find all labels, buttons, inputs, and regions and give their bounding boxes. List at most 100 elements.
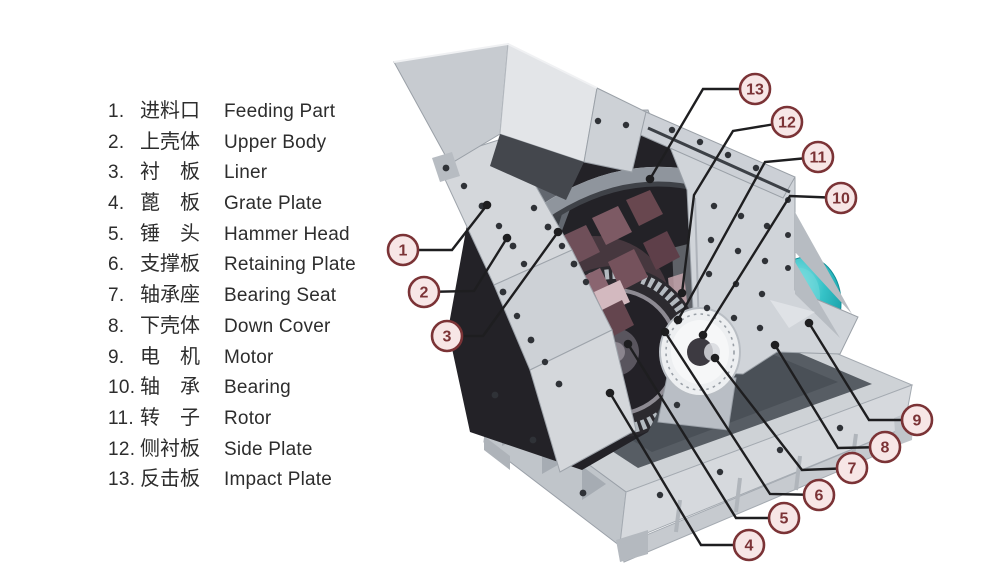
leader-line (403, 204, 488, 252)
leader-line (714, 357, 853, 472)
callout-label: 12 (778, 115, 796, 132)
callout-bearing-seat: 7 (710, 353, 869, 485)
leader-dot (553, 227, 563, 237)
callout-label: 11 (810, 150, 827, 167)
legend-row: 11. 转 子 Rotor (108, 401, 378, 432)
leader-dot (698, 330, 708, 340)
legend-number: 4. (108, 193, 125, 215)
legend-number: 6. (108, 254, 125, 276)
callout-down-cover: 8 (770, 340, 902, 464)
legend-row: 12.侧衬板 Side Plate (108, 432, 378, 463)
callout-hammer-head: 5 (623, 339, 801, 535)
legend-row: 6. 支撑板 Retaining Plate (108, 247, 378, 278)
leader-dot (710, 353, 720, 363)
legend-row: 9. 电 机 Motor (108, 340, 378, 371)
leader-dot (645, 174, 655, 184)
legend-english: Liner (224, 162, 268, 184)
legend-chinese: 电 机 (140, 345, 200, 368)
motor-bracket (770, 300, 815, 328)
leader-dot (660, 327, 670, 337)
leader-dot (673, 315, 683, 325)
callout-circle (802, 478, 836, 512)
callout-label: 2 (420, 285, 429, 302)
legend-english: Rotor (224, 407, 272, 429)
callout-label: 5 (780, 511, 789, 528)
leader-dot (482, 200, 492, 210)
callout-circle (430, 319, 464, 353)
callout-circle (407, 275, 441, 309)
legend-chinese: 反击板 (140, 468, 200, 491)
legend-number: 11. (108, 407, 134, 429)
leader-line (680, 120, 788, 294)
leader-line (701, 194, 842, 336)
legend-number: 13. (108, 469, 136, 491)
callout-circle (770, 105, 804, 139)
legend-english: Motor (224, 346, 274, 368)
legend-english: Bearing Seat (224, 285, 337, 307)
legend-chinese: 衬 板 (140, 161, 200, 184)
callout-circle (732, 528, 766, 562)
callout-label: 8 (881, 440, 890, 457)
leader-dot (502, 233, 512, 243)
legend-row: 10.轴 承 Bearing (108, 370, 378, 401)
callout-retaining-plate: 6 (660, 327, 836, 512)
callout-label: 3 (443, 329, 452, 346)
legend-chinese: 轴承座 (140, 284, 200, 307)
leader-dot (677, 288, 687, 298)
legend-english: Grate Plate (224, 193, 323, 215)
legend-english: Side Plate (224, 438, 313, 460)
callout-label: 7 (848, 461, 857, 478)
legend-number: 12. (108, 438, 136, 460)
legend-english: Bearing (224, 377, 291, 399)
legend-chinese: 锤 头 (140, 222, 200, 245)
leader-dot (804, 318, 814, 328)
callout-circle (386, 233, 420, 267)
legend-chinese: 侧衬板 (140, 437, 200, 460)
leader-line (423, 237, 509, 294)
legend-number: 2. (108, 131, 125, 153)
legend-row: 3. 衬 板 Liner (108, 155, 378, 186)
legend-chinese: 进料口 (140, 100, 200, 122)
callout-label: 9 (913, 413, 922, 430)
callout-label: 1 (399, 243, 408, 260)
leader-line (676, 155, 819, 321)
callout-circle (767, 501, 801, 535)
legend-english: Hammer Head (224, 223, 350, 245)
callout-circle (900, 403, 934, 437)
legend-english: Retaining Plate (224, 254, 356, 276)
legend-number: 5. (108, 223, 125, 245)
legend-chinese: 支撑板 (140, 253, 200, 276)
legend-english: Feeding Part (224, 101, 336, 122)
legend-number: 3. (108, 162, 125, 184)
feed-hopper (393, 43, 647, 200)
callout-circle (868, 430, 902, 464)
callout-label: 4 (745, 538, 754, 555)
leader-line (663, 331, 820, 497)
legend-chinese: 转 子 (140, 406, 200, 429)
leader-dot (770, 340, 780, 350)
callout-side-plate: 12 (677, 105, 804, 298)
legend-chinese: 轴 承 (140, 376, 200, 399)
legend-english: Impact Plate (224, 469, 333, 491)
callout-motor: 9 (804, 318, 934, 437)
leader-dot (605, 388, 615, 398)
callout-circle (824, 181, 858, 215)
legend-english: Down Cover (224, 315, 331, 337)
legend-row: 5. 锤 头 Hammer Head (108, 217, 378, 248)
callout-liner: 3 (430, 227, 563, 353)
callout-rotor: 11 (673, 140, 835, 325)
legend-number: 10. (108, 377, 136, 399)
legend-number: 7. (108, 285, 125, 307)
callout-circle (835, 451, 869, 485)
legend-chinese: 下壳体 (140, 314, 200, 337)
legend-english: Upper Body (224, 131, 327, 153)
callout-label: 13 (746, 82, 764, 99)
legend-number: 9. (108, 346, 125, 368)
leader-line (648, 87, 755, 180)
